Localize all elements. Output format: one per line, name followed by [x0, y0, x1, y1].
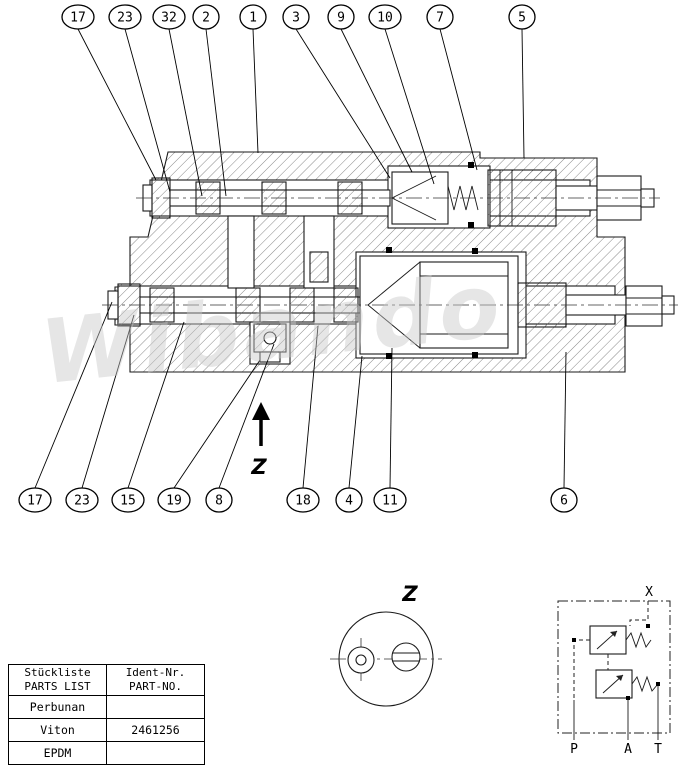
- balloon-label: 17: [70, 11, 86, 26]
- detail-view-z: [330, 611, 442, 707]
- balloon-7: 7: [426, 4, 478, 171]
- balloon-8: 8: [205, 343, 275, 513]
- balloon-19: 19: [157, 359, 261, 513]
- balloon-1: 1: [239, 4, 267, 154]
- part-no-cell: [106, 741, 205, 765]
- material-cell: Perbunan: [8, 695, 107, 719]
- balloon-label: 15: [120, 494, 136, 509]
- header-ident-nr: Ident-Nr.: [125, 666, 186, 680]
- balloon-9: 9: [327, 4, 413, 173]
- balloon-32: 32: [152, 4, 203, 197]
- balloon-label: 3: [292, 11, 300, 26]
- balloon-17: 17: [61, 4, 157, 181]
- table-row: Perbunan: [8, 695, 205, 719]
- part-no-cell: 2461256: [106, 718, 205, 742]
- header-parts-list: PARTS LIST: [24, 680, 91, 693]
- balloon-callouts: 17 23 32 2 1 3 9 10 7 5 17 23 15 19 8 18 4 11 6: [18, 4, 578, 513]
- parts-list-header-material: Stückliste PARTS LIST: [8, 664, 107, 696]
- bottom-plug: [253, 251, 329, 363]
- balloon-label: 23: [117, 11, 133, 26]
- balloon-18: 18: [286, 325, 320, 513]
- balloon-6: 6: [550, 351, 578, 513]
- header-stueckliste: Stückliste: [24, 666, 91, 680]
- section-arrow: [252, 402, 270, 446]
- balloon-10: 10: [368, 4, 435, 185]
- balloon-label: 11: [382, 494, 398, 509]
- schematic-port-t: T: [654, 742, 662, 757]
- balloon-label: 2: [202, 11, 210, 26]
- balloon-label: 18: [295, 494, 311, 509]
- balloon-label: 32: [161, 11, 177, 26]
- balloon-15: 15: [111, 321, 185, 513]
- balloon-5: 5: [508, 4, 536, 159]
- balloon-label: 5: [518, 11, 526, 26]
- balloon-23: 23: [108, 4, 171, 193]
- section-arrow-label: Z: [250, 455, 267, 479]
- seal-markers: [386, 162, 478, 359]
- material-cell: Viton: [8, 718, 107, 742]
- balloon-11: 11: [373, 347, 407, 513]
- balloon-2: 2: [192, 4, 227, 197]
- material-cell: EPDM: [8, 741, 107, 765]
- parts-list-header-ident: Ident-Nr. PART-NO.: [106, 664, 205, 696]
- centerlines: [102, 197, 678, 306]
- balloon-23: 23: [65, 314, 135, 513]
- balloon-label: 7: [436, 11, 444, 26]
- table-row: EPDM: [8, 741, 205, 765]
- balloon-3: 3: [282, 4, 391, 179]
- balloon-label: 23: [74, 494, 90, 509]
- balloon-label: 6: [560, 494, 568, 509]
- header-part-no: PART-NO.: [129, 680, 182, 693]
- balloon-4: 4: [335, 355, 363, 513]
- schematic-port-a: A: [624, 742, 632, 757]
- balloon-label: 4: [345, 494, 353, 509]
- balloon-label: 1: [249, 11, 257, 26]
- balloon-label: 8: [215, 494, 223, 509]
- detail-view-label: Z: [401, 582, 418, 606]
- table-row: Viton 2461256: [8, 718, 205, 742]
- schematic-port-x: X: [645, 585, 653, 600]
- schematic-port-p: P: [570, 742, 578, 757]
- balloon-label: 17: [27, 494, 43, 509]
- balloon-label: 19: [166, 494, 182, 509]
- balloon-17: 17: [18, 301, 113, 513]
- balloon-label: 10: [377, 11, 393, 26]
- hydraulic-schematic: [557, 600, 671, 740]
- parts-list-table: Stückliste PARTS LIST Ident-Nr. PART-NO.…: [8, 664, 205, 765]
- balloon-label: 9: [337, 11, 345, 26]
- part-no-cell: [106, 695, 205, 719]
